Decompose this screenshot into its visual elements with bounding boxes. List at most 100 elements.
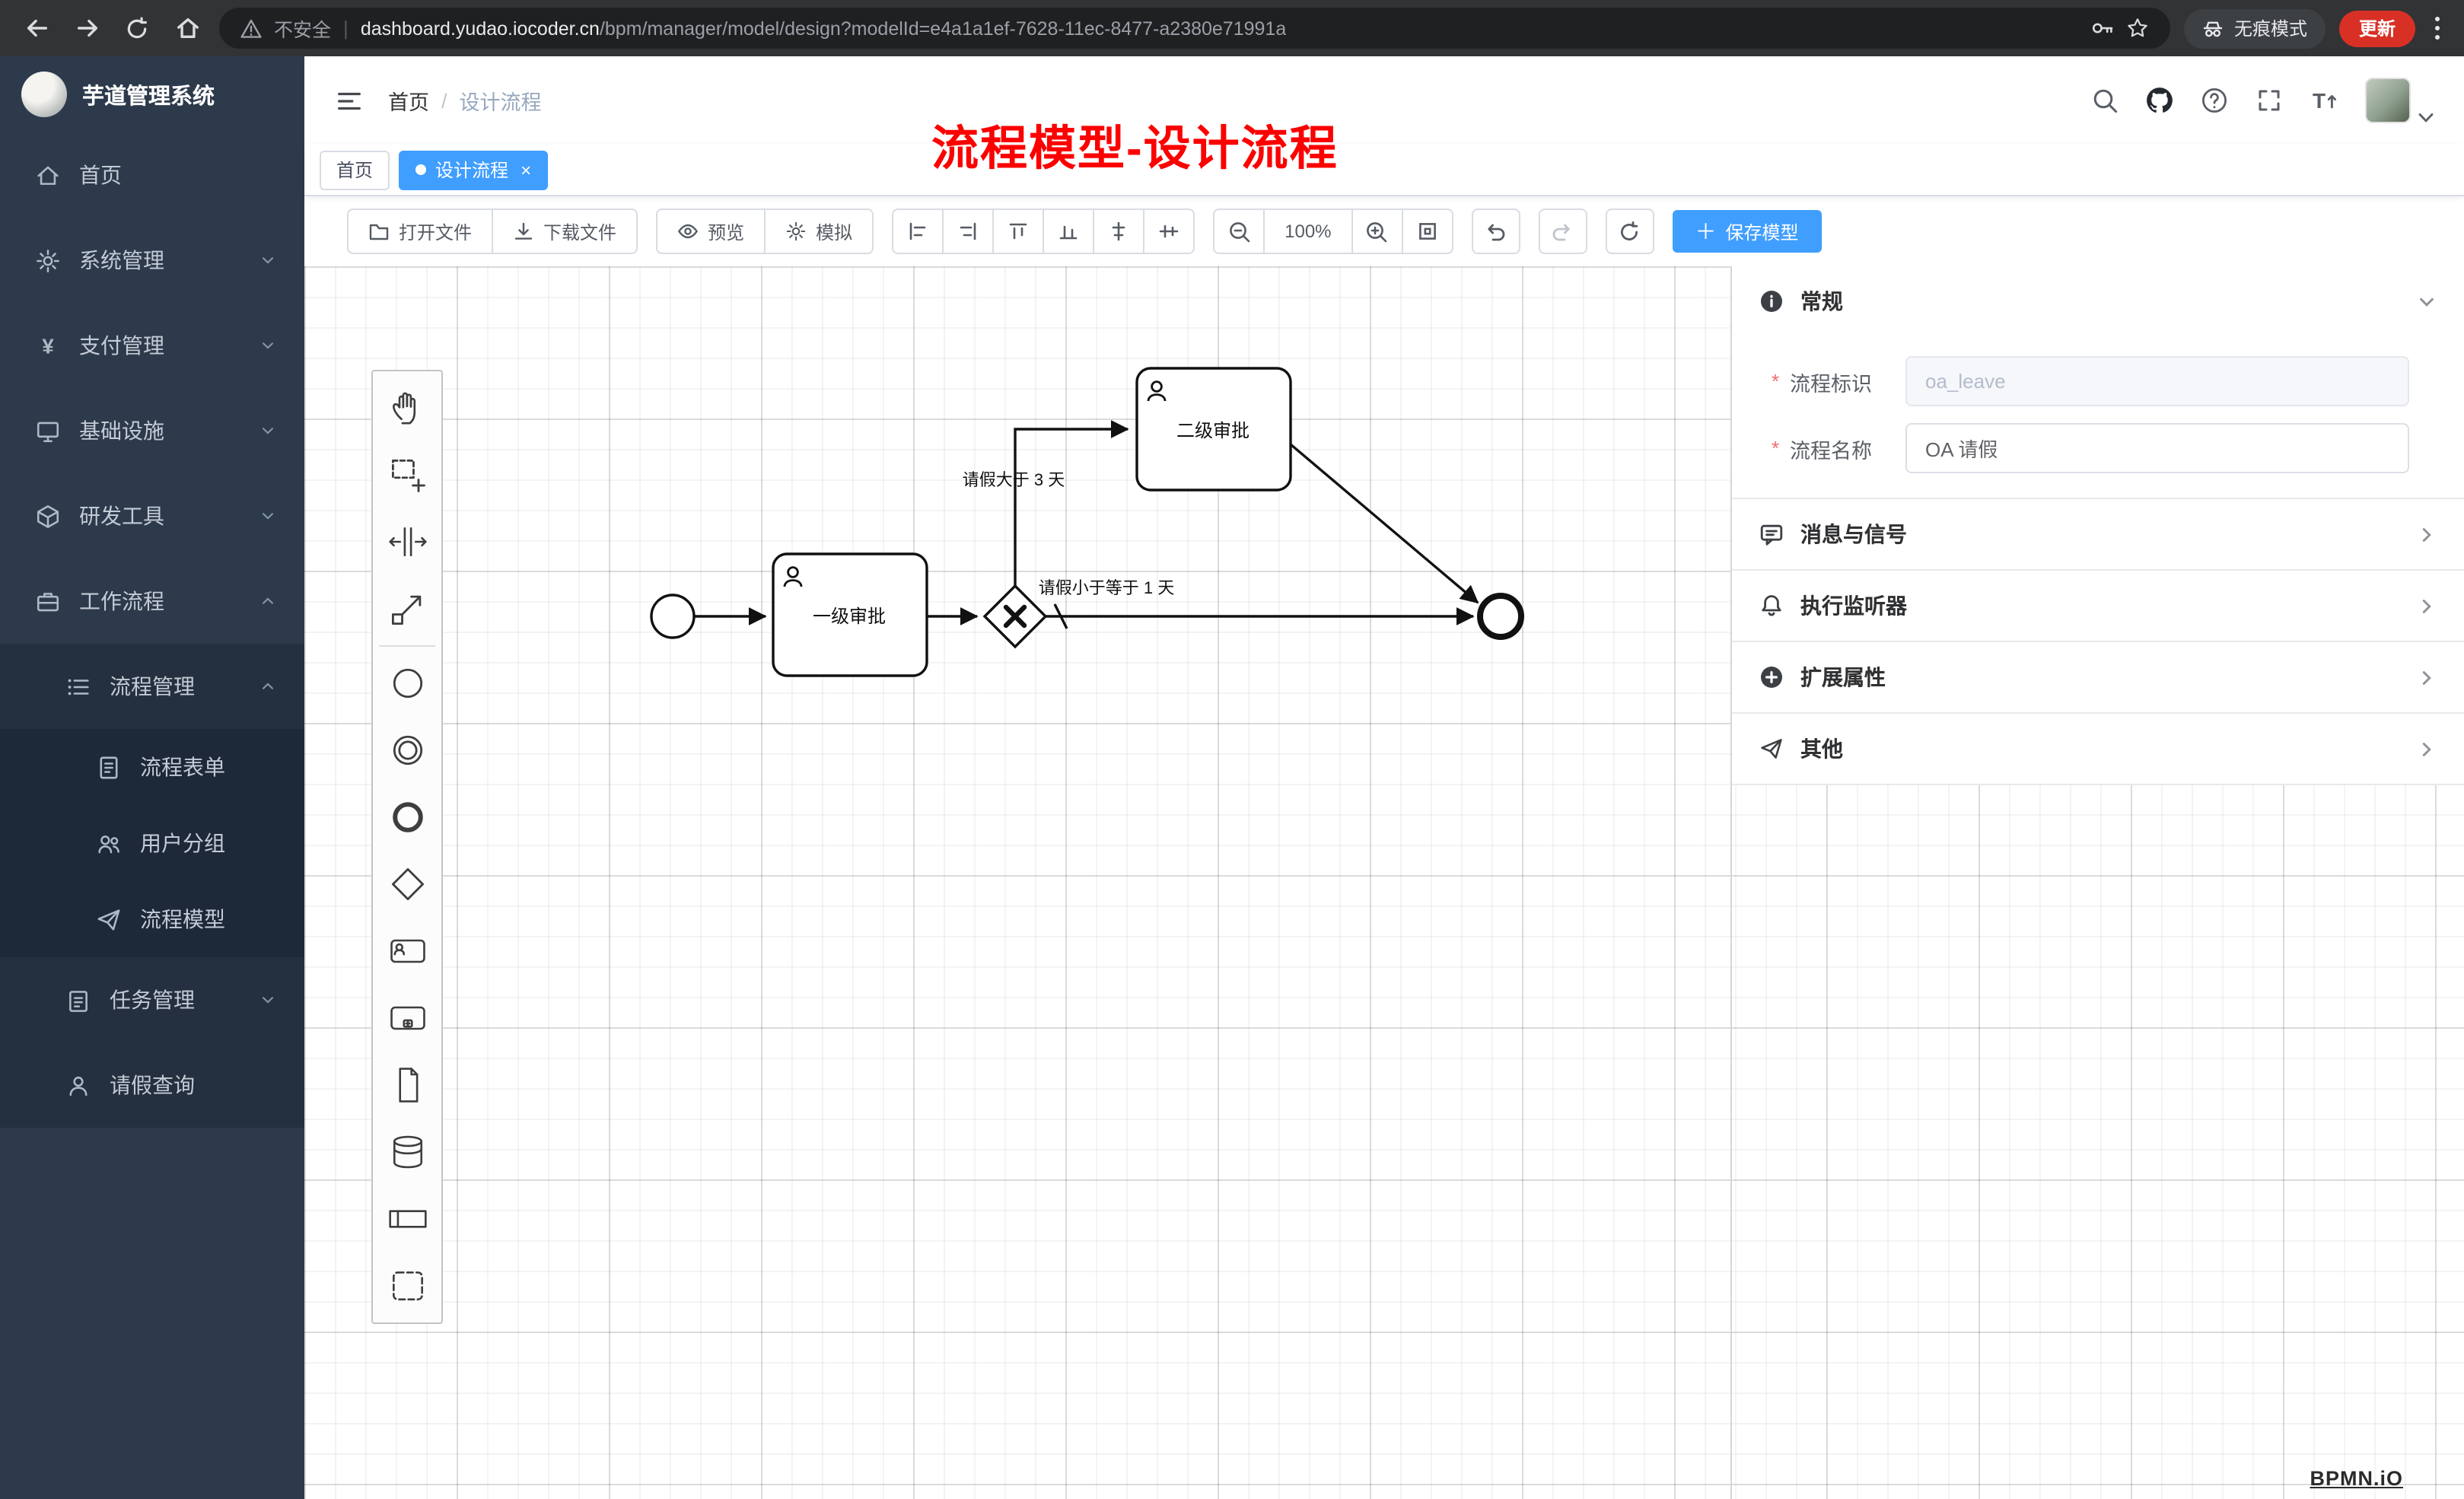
incognito-icon <box>2202 18 2224 39</box>
close-tab-icon[interactable]: × <box>520 159 532 180</box>
panel-section-execution-listener[interactable]: 执行监听器 <box>1732 571 2464 641</box>
simulate-button[interactable]: 模拟 <box>764 208 874 254</box>
chevron-down-icon <box>259 422 277 440</box>
palette-create-start-event[interactable] <box>373 650 441 717</box>
panel-section-other[interactable]: 其他 <box>1732 714 2464 784</box>
end-event-shape[interactable] <box>1477 593 1524 640</box>
align-left-button[interactable] <box>892 208 944 254</box>
sidebar-item-leave-query[interactable]: 请假查询 <box>0 1042 304 1128</box>
help-icon[interactable] <box>2201 87 2228 114</box>
palette-create-user-task[interactable] <box>373 918 441 985</box>
global-connect-tool-icon <box>386 587 428 630</box>
fullscreen-icon[interactable] <box>2255 87 2283 114</box>
exclusive-gateway-shape[interactable] <box>982 584 1048 649</box>
browser-menu-icon[interactable] <box>2429 17 2446 40</box>
app-logo[interactable]: 芋道管理系统 <box>0 56 304 132</box>
reload-button[interactable] <box>119 10 155 46</box>
breadcrumb-home[interactable]: 首页 <box>388 91 429 114</box>
palette-create-data-store[interactable] <box>373 1119 441 1186</box>
zoom-out-button[interactable] <box>1213 208 1265 254</box>
panel-section-message-signal[interactable]: 消息与信号 <box>1732 499 2464 569</box>
palette-space-tool[interactable] <box>373 508 441 575</box>
align-center-vertical-button[interactable] <box>1143 208 1195 254</box>
zoom-in-button[interactable] <box>1351 208 1403 254</box>
sidebar-item-user-group[interactable]: 用户分组 <box>0 805 304 881</box>
reset-zoom-button[interactable] <box>1401 208 1453 254</box>
search-icon[interactable] <box>2091 87 2119 114</box>
sidebar-item-process-mgmt[interactable]: 流程管理 <box>0 644 304 729</box>
update-button[interactable]: 更新 <box>2338 10 2415 46</box>
align-center-horizontal-button[interactable] <box>1093 208 1145 254</box>
sequence-flow-second-to-end[interactable] <box>1289 443 1479 604</box>
palette-create-intermediate-event[interactable] <box>373 717 441 784</box>
undo-button[interactable] <box>1471 208 1520 254</box>
key-icon[interactable] <box>2091 17 2114 40</box>
tab-design-process[interactable]: 设计流程 × <box>399 150 549 189</box>
hand-tool-icon <box>386 387 428 429</box>
github-icon[interactable] <box>2146 87 2173 114</box>
sidebar-item-process-form[interactable]: 流程表单 <box>0 729 304 805</box>
sidebar-item-process-model[interactable]: 流程模型 <box>0 881 304 957</box>
palette-create-subprocess[interactable] <box>373 985 441 1052</box>
process-name-input[interactable] <box>1905 423 2409 473</box>
forward-button[interactable] <box>68 10 105 46</box>
sidebar-item-dev-tools[interactable]: 研发工具 <box>0 473 304 559</box>
align-bottom-button[interactable] <box>1043 208 1095 254</box>
start-event-shape[interactable] <box>650 594 696 639</box>
bpmn-io-logo[interactable]: BPMN.iO <box>2310 1467 2403 1490</box>
svg-text:一级审批: 一级审批 <box>813 606 886 627</box>
user-avatar-menu[interactable] <box>2365 78 2434 123</box>
sidebar-item-payment-mgmt[interactable]: ¥支付管理 <box>0 303 304 388</box>
flow-label-over-3-days[interactable]: 请假大于 3 天 <box>963 470 1065 489</box>
tab-home[interactable]: 首页 <box>320 150 390 189</box>
chevron-right-icon <box>2417 524 2437 544</box>
back-button[interactable] <box>18 10 55 46</box>
svg-text:二级审批: 二级审批 <box>1176 421 1250 441</box>
create-user-task-icon <box>386 930 428 972</box>
address-bar[interactable]: 不安全 | dashboard.yudao.iocoder.cn/bpm/man… <box>219 8 2170 49</box>
bell-icon <box>1759 594 1784 618</box>
font-size-icon[interactable]: T <box>2310 87 2338 114</box>
palette-create-group[interactable] <box>373 1252 441 1319</box>
restart-icon <box>1621 221 1638 240</box>
sidebar-item-system-mgmt[interactable]: 系统管理 <box>0 218 304 303</box>
panel-section-general[interactable]: 常规 <box>1732 266 2464 336</box>
palette-create-exclusive-gateway[interactable] <box>373 851 441 918</box>
home-button[interactable] <box>169 10 205 46</box>
open-file-button[interactable]: 打开文件 <box>347 208 494 254</box>
panel-section-title: 其他 <box>1800 737 1843 761</box>
preview-button[interactable]: 预览 <box>656 208 766 254</box>
sequence-flow-gateway-to-second[interactable] <box>1014 420 1129 586</box>
save-model-button[interactable]: ＋ 保存模型 <box>1672 210 1822 253</box>
user-task-first-approval[interactable]: 一级审批 <box>772 552 928 677</box>
user-task-second-approval[interactable]: 二级审批 <box>1135 367 1292 492</box>
zoom-in-icon <box>1367 221 1387 242</box>
palette-hand-tool[interactable] <box>373 374 441 441</box>
palette-global-connect-tool[interactable] <box>373 575 441 642</box>
zoom-level[interactable]: 100% <box>1263 208 1353 254</box>
palette-create-participant[interactable] <box>373 1186 441 1252</box>
list-icon <box>64 673 91 699</box>
tags-view: 首页 设计流程 × <box>304 145 2464 196</box>
panel-section-extension-attributes[interactable]: 扩展属性 <box>1732 642 2464 712</box>
sidebar-item-infrastructure[interactable]: 基础设施 <box>0 388 304 473</box>
bpmn-canvas[interactable]: 一级审批 请假大于 3 天 <box>304 266 2464 1499</box>
create-intermediate-event-icon <box>386 729 428 772</box>
sidebar-item-task-mgmt[interactable]: 任务管理 <box>0 957 304 1042</box>
flow-label-under-1-day[interactable]: 请假小于等于 1 天 <box>1039 578 1174 597</box>
align-top-button[interactable] <box>992 208 1045 254</box>
align-right-button[interactable] <box>942 208 995 254</box>
redo-button[interactable] <box>1538 208 1587 254</box>
sidebar-item-workflow[interactable]: 工作流程 <box>0 559 304 644</box>
palette-create-end-event[interactable] <box>373 784 441 851</box>
bookmark-star-icon[interactable] <box>2126 17 2149 40</box>
sidebar-item-home[interactable]: 首页 <box>0 132 304 218</box>
palette-create-task[interactable] <box>373 1052 441 1119</box>
palette-lasso-tool[interactable] <box>373 441 441 508</box>
download-file-button[interactable]: 下载文件 <box>492 208 638 254</box>
palette-separator <box>379 645 435 647</box>
collapse-sidebar-icon[interactable] <box>335 86 364 115</box>
restart-button[interactable] <box>1605 208 1654 254</box>
breadcrumb: 首页 / 设计流程 <box>388 85 542 116</box>
omnibox-divider: | <box>343 17 349 40</box>
